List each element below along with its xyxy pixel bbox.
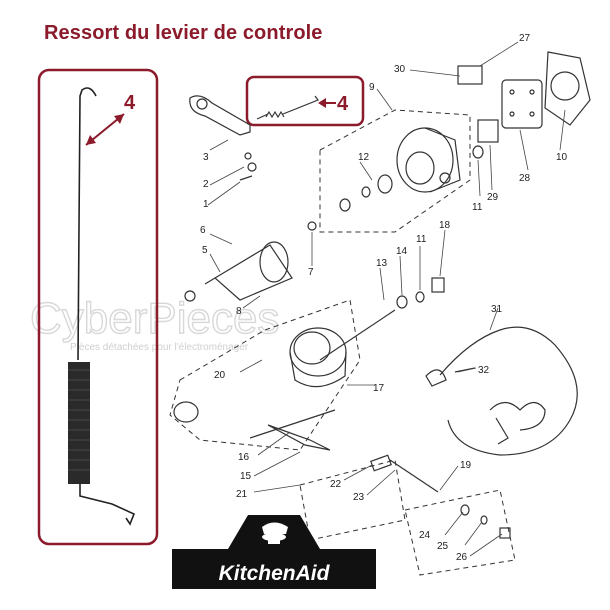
part-label-32: 32	[478, 365, 490, 376]
spring-small-arrow	[318, 98, 336, 108]
part-label-11b: 11	[416, 234, 427, 245]
spring-small	[256, 95, 319, 120]
part-label-21: 21	[236, 489, 248, 500]
strain-relief-32	[425, 367, 476, 387]
part-label-9: 9	[369, 82, 375, 93]
housing-outline	[319, 109, 471, 233]
spring-small-callout-box	[245, 75, 365, 127]
page-title: Ressort du levier de controle	[44, 22, 323, 44]
part-label-29: 29	[487, 192, 499, 203]
part-label-28: 28	[519, 173, 531, 184]
power-cord	[439, 326, 578, 456]
spring-callout-number: 4	[124, 92, 136, 114]
gear-case-nose	[173, 401, 199, 423]
part-label-8: 8	[236, 306, 242, 317]
connector-30	[457, 65, 483, 85]
part-label-25: 25	[437, 541, 449, 552]
spring-small-number: 4	[337, 93, 349, 115]
small-hardware	[239, 152, 257, 181]
screws-outline	[404, 489, 516, 576]
speed-control-outline	[299, 459, 406, 541]
watermark-tagline: Pièces détachées pour l'électroménager	[70, 342, 249, 353]
part-label-26: 26	[456, 552, 468, 563]
leader-lines	[207, 41, 566, 557]
control-lever	[249, 409, 336, 451]
watermark-name: CyberPieces	[30, 294, 279, 343]
washer-7	[307, 221, 317, 231]
screws-24-26	[460, 504, 511, 539]
part-label-1: 1	[203, 199, 209, 210]
part-label-6: 6	[200, 225, 206, 236]
end-bell	[396, 127, 461, 193]
part-label-10: 10	[556, 152, 568, 163]
part-label-24: 24	[419, 530, 431, 541]
kitchenaid-logo: KitchenAid	[172, 515, 376, 589]
part-label-23: 23	[353, 492, 365, 503]
brush-holder	[472, 119, 499, 159]
shaft-13	[319, 309, 396, 361]
gear-case-outline	[169, 299, 361, 451]
part-label-13: 13	[376, 258, 388, 269]
part-label-19: 19	[460, 460, 472, 471]
part-label-12: 12	[358, 152, 370, 163]
part-label-5: 5	[202, 245, 208, 256]
part-label-15: 15	[240, 471, 252, 482]
part-label-2: 2	[203, 179, 209, 190]
part-label-27: 27	[519, 33, 531, 44]
part-label-7: 7	[308, 267, 314, 278]
brand-name: KitchenAid	[219, 562, 331, 585]
part-label-30: 30	[394, 64, 406, 75]
spring-callout-box	[37, 68, 159, 546]
spring-callout-arrow	[85, 113, 125, 146]
part-labels: 1 2 3 5 6 7 8 9 10 11 11 12 13 14 15 16 …	[200, 33, 568, 563]
bearings-row-12	[339, 174, 393, 212]
part-label-31: 31	[491, 304, 503, 315]
part-label-22: 22	[330, 479, 342, 490]
part-label-20: 20	[214, 370, 226, 381]
part-label-14: 14	[396, 246, 408, 257]
part-label-3: 3	[203, 152, 209, 163]
bearings-row-14	[396, 277, 445, 309]
speed-control-shaft	[370, 454, 439, 493]
spring-enlarged	[68, 87, 136, 526]
stator	[289, 327, 347, 388]
lever-part	[189, 95, 251, 136]
switch-28	[501, 79, 543, 129]
armature	[184, 241, 293, 302]
part-label-16: 16	[238, 452, 250, 463]
part-label-11a: 11	[472, 202, 483, 213]
part-label-17: 17	[373, 383, 385, 394]
plate-10	[544, 51, 591, 126]
part-label-18: 18	[439, 220, 451, 231]
